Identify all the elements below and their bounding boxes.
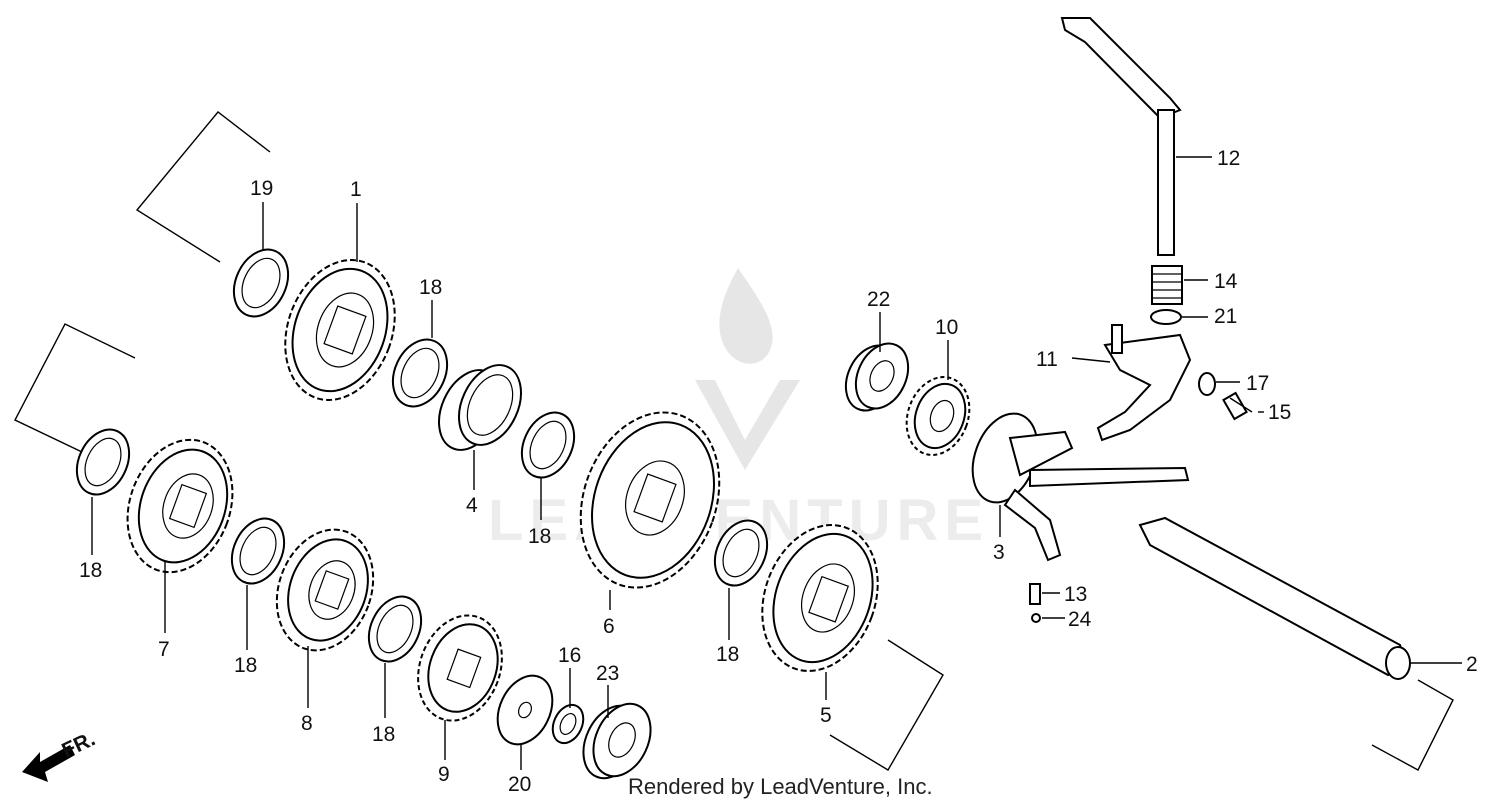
bracket-shaft-2	[1371, 679, 1454, 771]
callout-18-right: 18	[716, 643, 739, 666]
callout-21: 21	[1214, 305, 1237, 328]
washer-17	[1198, 372, 1216, 396]
callout-19: 19	[250, 177, 273, 200]
gear-6	[579, 411, 721, 589]
ring-16	[551, 703, 585, 745]
washer-20	[496, 674, 554, 746]
callout-2: 2	[1466, 653, 1478, 676]
callout-4: 4	[466, 494, 478, 517]
bearing-22	[844, 342, 910, 412]
bracket-gear-5	[829, 639, 944, 771]
callout-17: 17	[1246, 372, 1269, 395]
washer-21	[1150, 309, 1182, 325]
callout-24: 24	[1068, 608, 1092, 631]
gear-10	[905, 376, 971, 456]
callout-8: 8	[301, 712, 313, 735]
washer-18-lower-a	[230, 517, 286, 585]
callout-18-left: 18	[79, 559, 102, 582]
callout-22: 22	[867, 288, 890, 311]
bearing-23	[582, 702, 652, 780]
gear-9	[417, 614, 503, 722]
callout-13: 13	[1064, 583, 1087, 606]
bracket-left	[14, 323, 136, 453]
callout-18-lower-b: 18	[372, 723, 395, 746]
callout-18-upper: 18	[419, 276, 442, 299]
washer-18-mid	[520, 411, 576, 479]
washer-18-upper	[391, 338, 449, 408]
gear-8	[275, 528, 375, 652]
callout-7: 7	[158, 638, 170, 661]
washer-18-right	[713, 519, 769, 587]
callout-1: 1	[350, 178, 362, 201]
callout-3: 3	[993, 541, 1005, 564]
leader-lines	[91, 156, 1462, 770]
bolt-15	[1222, 391, 1253, 421]
washer-19	[232, 248, 290, 318]
ball-24	[1031, 613, 1041, 623]
callout-16: 16	[558, 644, 581, 667]
render-credit: Rendered by LeadVenture, Inc.	[628, 774, 933, 799]
callout-20: 20	[508, 773, 531, 796]
arm-shaft-12	[1060, 17, 1182, 256]
washer-18-left	[75, 428, 131, 496]
callout-6: 6	[603, 615, 615, 638]
callout-11: 11	[1036, 348, 1058, 371]
washer-18-lower-b	[367, 595, 423, 663]
callout-9: 9	[438, 763, 450, 786]
bushing-4	[438, 364, 522, 451]
gear-1	[284, 259, 396, 401]
kick-gear-3	[971, 412, 1190, 562]
bracket-upper-left	[135, 111, 271, 263]
callout-23: 23	[596, 662, 619, 685]
gear-7	[126, 438, 234, 574]
shift-fork-11	[1096, 324, 1192, 442]
callout-10: 10	[935, 316, 958, 339]
callout-18-mid: 18	[528, 525, 551, 548]
callout-5: 5	[820, 704, 832, 727]
gear-5	[761, 524, 879, 672]
callout-12: 12	[1217, 147, 1240, 170]
callout-14: 14	[1214, 270, 1238, 293]
spring-13	[1029, 583, 1041, 605]
callout-18-lower-a: 18	[234, 654, 257, 677]
spring-14	[1151, 265, 1183, 305]
kick-shaft-2	[1138, 516, 1411, 680]
front-direction-arrow: FR.	[22, 727, 99, 782]
callout-15: 15	[1268, 401, 1291, 424]
